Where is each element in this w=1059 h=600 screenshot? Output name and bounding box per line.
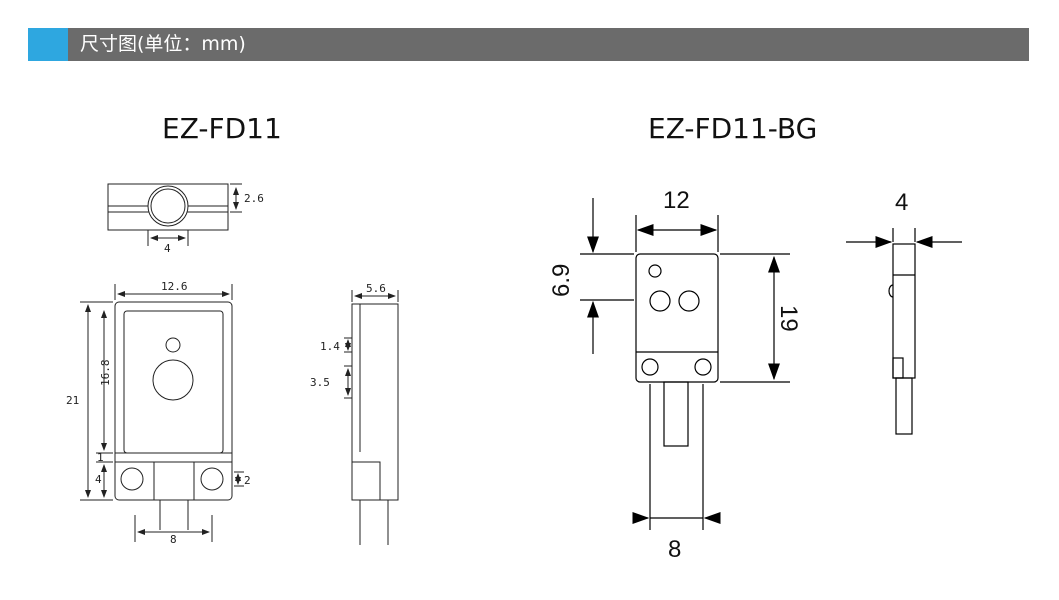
section-header: 尺寸图(单位：mm) [28,28,1029,61]
dim-top-hole: 4 [164,242,171,255]
dim-side-depth: 5.6 [366,282,386,295]
left-top-view [107,183,242,246]
dim-top-height: 2.6 [244,192,264,205]
dim-front-total-height: 21 [66,394,79,407]
header-title: 尺寸图(单位：mm) [80,33,246,55]
dim-front-width: 12.6 [161,280,188,293]
dim-bg-offset: 6.9 [548,264,575,297]
left-front-view [80,284,244,542]
right-front-view [580,198,790,530]
dim-front-lower-height: 4 [95,473,102,486]
right-side-view [846,228,962,435]
dim-bg-width: 12 [663,187,690,214]
dim-front-pin-span: 8 [170,533,177,546]
dim-bg-side-depth: 4 [895,189,908,216]
dim-side-lens: 3.5 [310,376,330,389]
dim-bg-pin-span: 8 [668,536,681,563]
model-title-left: EZ-FD11 [162,112,282,145]
dim-front-gap: 1 [97,451,104,464]
dim-bg-height: 19 [775,305,802,332]
left-side-view [344,290,399,545]
model-title-right: EZ-FD11-BG [648,112,818,145]
dim-side-small: 1.4 [320,340,340,353]
header-accent-block [28,28,68,61]
dim-front-mount-hole: 2 [244,474,251,487]
dim-front-upper-height: 16.8 [99,360,112,387]
